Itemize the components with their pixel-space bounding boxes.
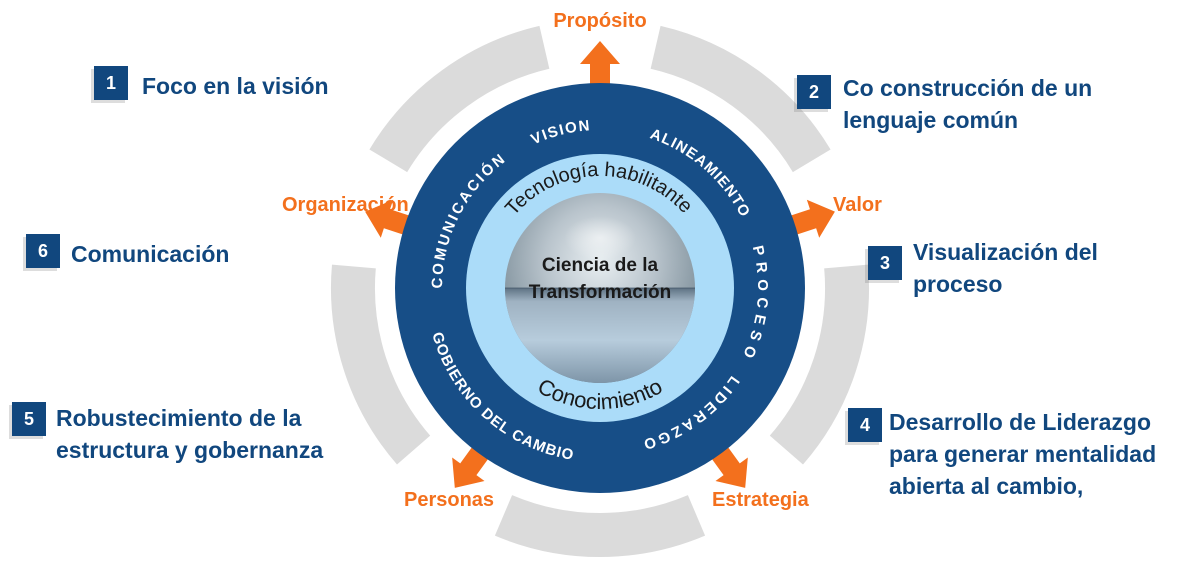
core-title-line1: Ciencia de la <box>541 255 659 276</box>
item-1-number: 1 <box>105 72 116 93</box>
item-3-badge: 3 <box>868 246 902 280</box>
item-6-badge: 6 <box>26 234 60 268</box>
item-4-label: Desarrollo de Liderazgo para generar men… <box>889 406 1156 502</box>
gray-arc-bottom-left <box>330 264 431 465</box>
item-2-badge: 2 <box>797 75 831 109</box>
item-4-badge: 4 <box>848 408 882 442</box>
item-1-label: Foco en la visión <box>142 70 329 102</box>
gray-arc-bottom <box>494 495 706 558</box>
spoke-label-proposito: Propósito <box>553 10 647 32</box>
arrow-estrategia-icon <box>710 445 748 488</box>
item-1-badge: 1 <box>94 66 128 100</box>
spoke-label-estrategia: Estrategia <box>712 489 809 511</box>
gray-arc-top-right <box>650 25 831 173</box>
arrow-personas-icon <box>452 445 490 488</box>
item-6-label: Comunicación <box>71 238 229 270</box>
item-4-line: para generar mentalidad <box>889 441 1157 467</box>
gray-arc-right <box>769 264 870 465</box>
spoke-label-personas: Personas <box>404 489 495 511</box>
item-4-line: abierta al cambio, <box>889 473 1084 499</box>
item-4-number: 4 <box>859 414 870 435</box>
item-2-number: 2 <box>808 81 819 102</box>
item-3-label: Visualización del proceso <box>913 236 1098 300</box>
item-2-label: Co construcción de un lenguaje común <box>843 72 1092 136</box>
item-3-line: Visualización del <box>913 239 1098 265</box>
item-6-line: Comunicación <box>71 241 230 267</box>
arrow-proposito-icon <box>580 41 620 86</box>
item-2-line: Co construcción de un <box>843 75 1093 101</box>
item-5-badge: 5 <box>12 402 46 436</box>
arrow-organizacion-icon <box>365 199 411 238</box>
item-3-line: proceso <box>913 271 1003 297</box>
item-5-label: Robustecimiento de la estructura y gober… <box>56 402 323 466</box>
core-title-line2: Transformación <box>528 282 672 303</box>
core-sphere-lower-half <box>505 288 695 383</box>
spoke-label-valor: Valor <box>833 194 882 216</box>
spoke-label-organizacion: Organización <box>282 194 409 216</box>
gray-arc-top-left <box>369 25 550 173</box>
item-6-number: 6 <box>37 240 48 261</box>
outer-gray-arcs <box>330 25 870 558</box>
item-2-line: lenguaje común <box>843 107 1019 133</box>
item-4-line: Desarrollo de Liderazgo <box>889 409 1152 435</box>
item-5-line: Robustecimiento de la <box>56 405 302 431</box>
item-1-line: Foco en la visión <box>142 73 329 99</box>
core-title: Ciencia de la Transformación <box>500 252 700 306</box>
item-5-number: 5 <box>23 408 34 429</box>
spoke-arrows <box>365 41 835 488</box>
item-5-line: estructura y gobernanza <box>56 437 324 463</box>
arrow-valor-icon <box>789 199 835 238</box>
item-3-number: 3 <box>879 252 890 273</box>
sphere-highlight <box>564 216 636 260</box>
